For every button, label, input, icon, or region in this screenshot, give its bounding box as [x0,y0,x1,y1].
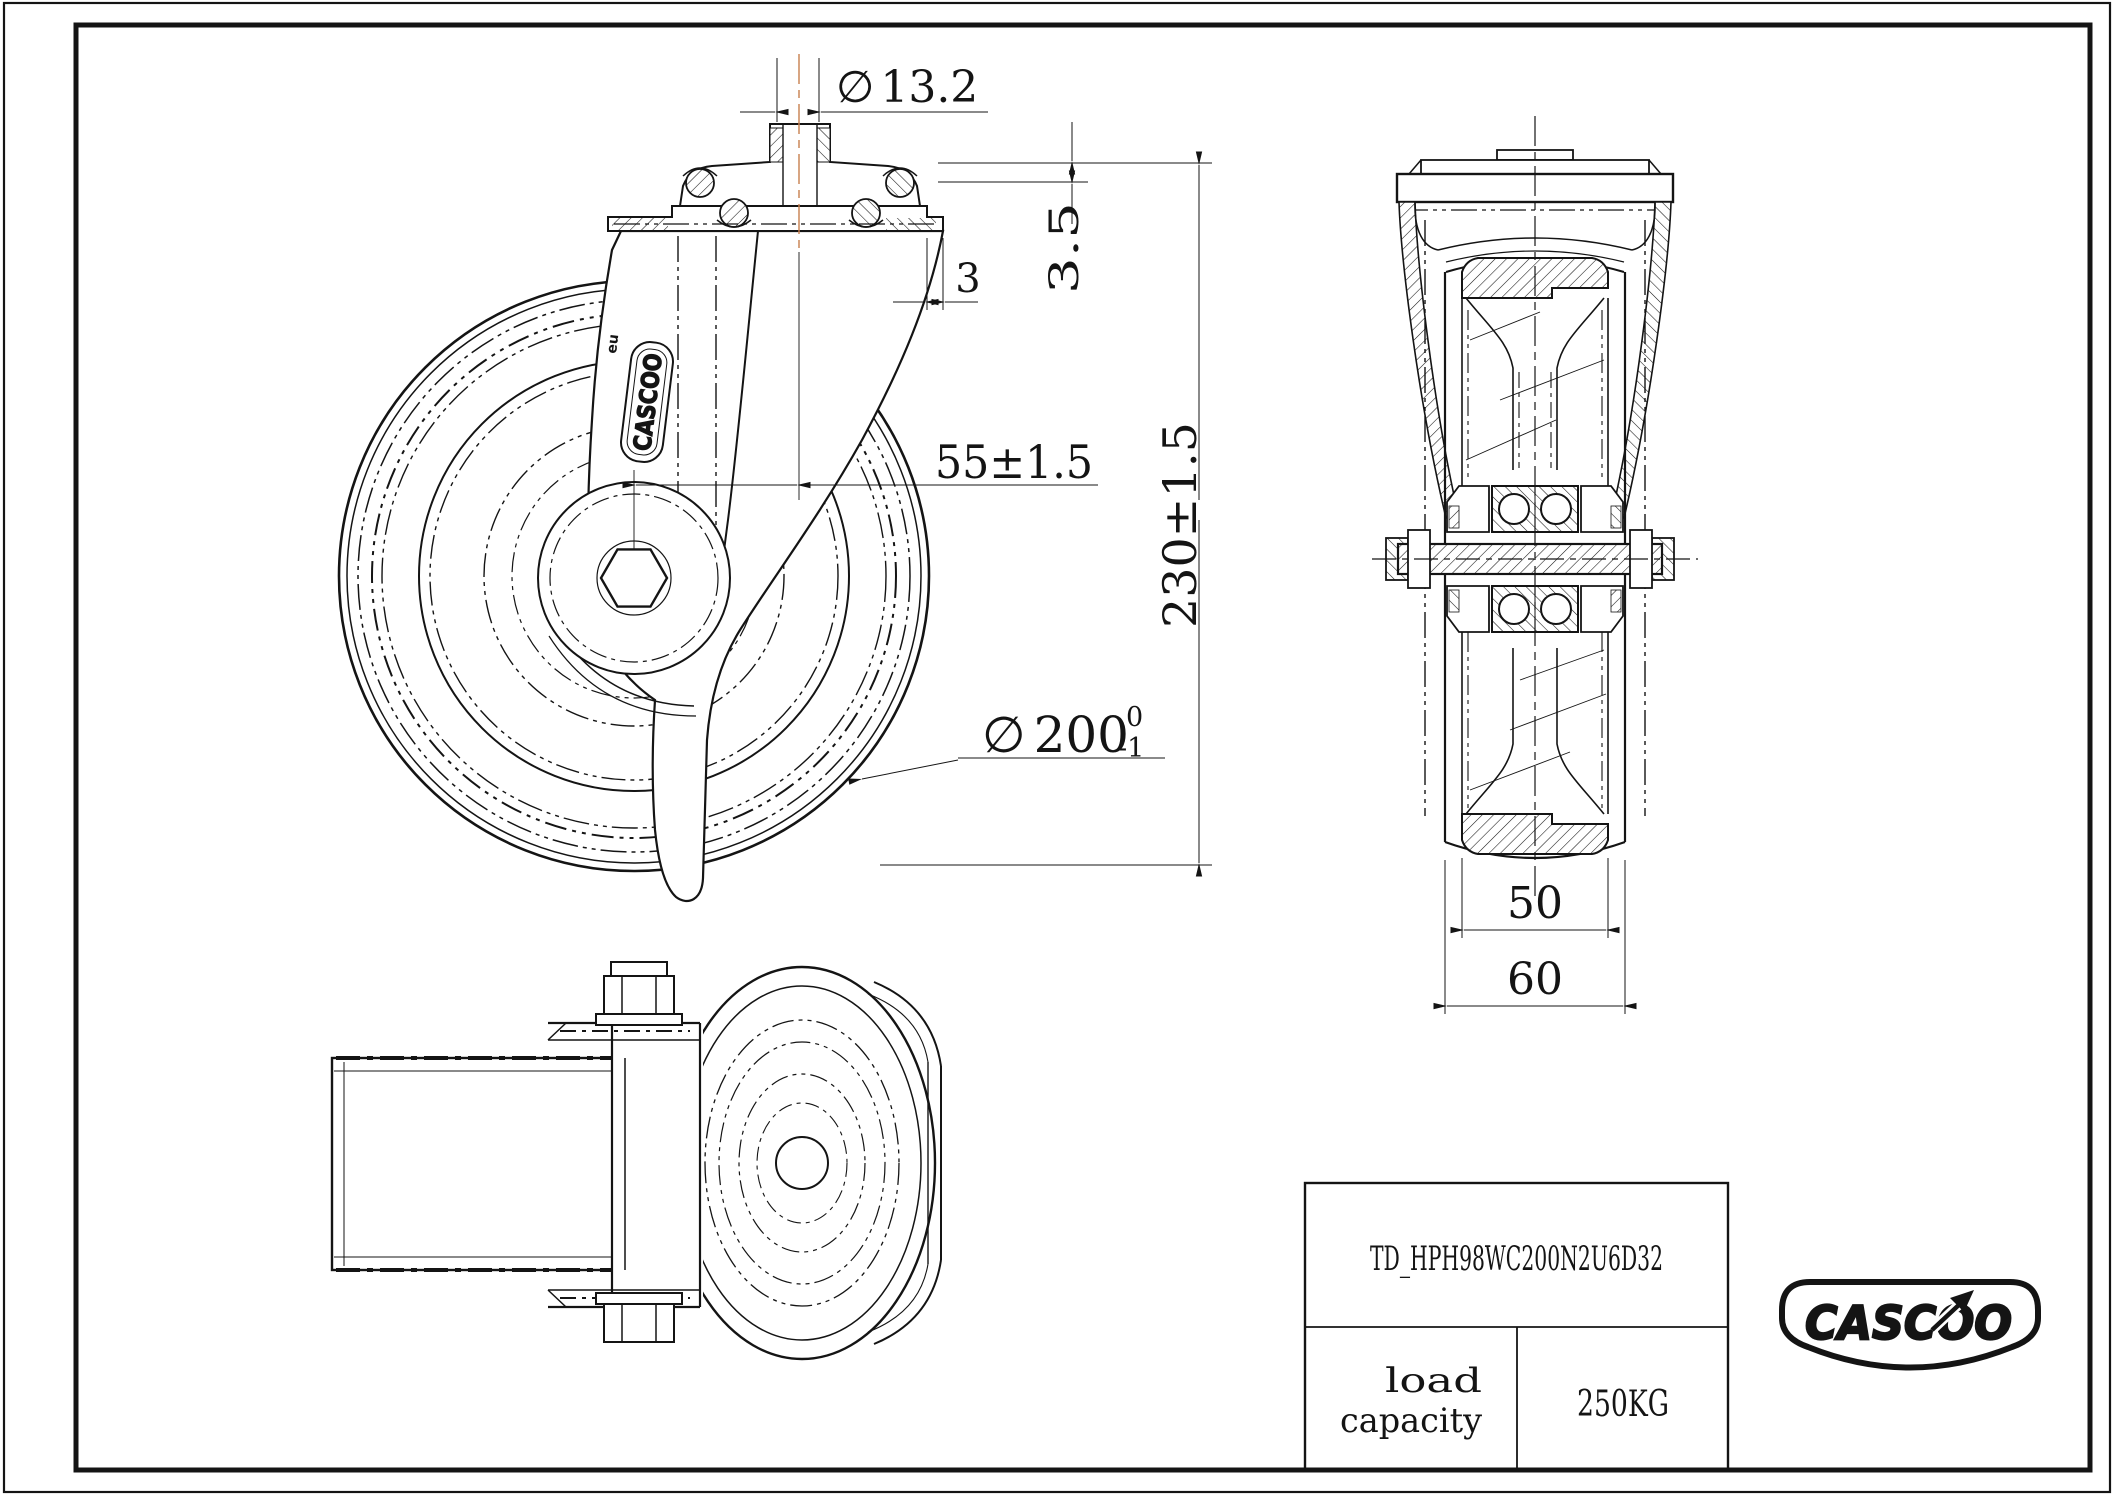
dim-plate-thickness: 3.5 [938,122,1212,294]
svg-text:∅200: ∅200 [982,706,1129,764]
svg-text:-1: -1 [1118,733,1144,764]
top-plate-front [607,123,944,232]
fork-marking-region-text: eu [604,333,622,354]
inner-border [73,22,2093,1473]
dim-wheel-dia: ∅200 0 -1 [848,702,1165,785]
dim-bolt-hole-dia: ∅13.2 [740,58,988,122]
dim-overall-width: 60 [1433,860,1637,1014]
dim-plate-edge: 3 [893,238,981,310]
front-dimensions: ∅13.2 3.5 3 55±1.5 230±1.5 [622,58,1212,877]
part-number: TD_HPH98WC200N2U6D32 [1370,1239,1663,1279]
svg-text:0: 0 [1126,702,1143,733]
svg-text:capacity: capacity [1340,1401,1483,1441]
front-view: CASCOO eu [337,54,945,903]
title-block: TD_HPH98WC200N2U6D32 load capacity 250KG [1303,1181,1730,1473]
svg-text:3.5: 3.5 [1042,202,1088,294]
brand-badge: CASCOO [1779,1279,2041,1371]
badge-arrow-icon [1928,1290,1974,1334]
dim-swivel-offset: 55±1.5 [622,435,1098,489]
load-capacity-label: load capacity [1340,1361,1483,1441]
svg-text:load: load [1385,1361,1482,1401]
badge-outline [1779,1279,2041,1371]
svg-text:60: 60 [1507,954,1563,1005]
dim-overall-height: 230±1.5 [880,151,1212,877]
wheel-tread-bottom [330,1056,627,1272]
badge-logo-text: CASCOO [1805,1296,2012,1350]
fork-leg-bottom [547,1021,703,1309]
axle-assembly [1372,529,1698,589]
svg-text:∅13.2: ∅13.2 [836,62,978,113]
hub-hex-bolt [596,540,672,616]
wheel-hub-ellipses [667,965,942,1361]
fork-front: CASCOO eu [537,229,945,903]
fork-brand-capsule: CASCOO [620,341,674,463]
fork-crown-side [1398,201,1672,816]
axle-nut-bottom [595,1292,683,1343]
svg-text:230±1.5: 230±1.5 [1153,422,1207,628]
svg-text:55±1.5: 55±1.5 [935,435,1093,489]
dim-tread-width: 50 [1450,858,1620,938]
svg-text:3: 3 [955,256,980,302]
swivel-bearing-balls [682,167,918,228]
load-capacity-value: 250KG [1577,1384,1669,1425]
section-lines [1465,311,1607,791]
axle-nut-top [595,961,683,1026]
svg-text:50: 50 [1507,878,1563,929]
bottom-view [330,961,942,1361]
side-view: 50 60 [1372,116,1698,1014]
